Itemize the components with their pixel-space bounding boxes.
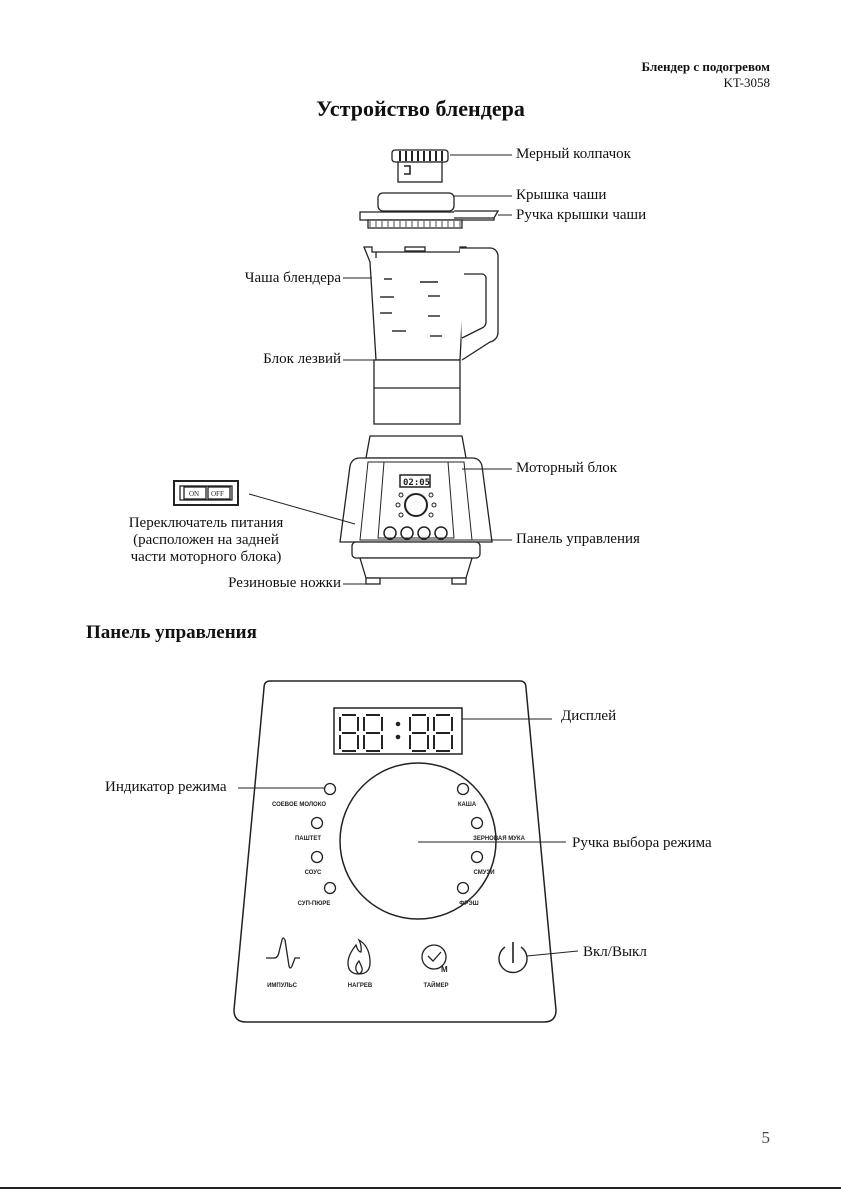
label-power: Вкл/Выкл <box>583 944 647 960</box>
jar-lid <box>359 192 500 229</box>
switch-off-label: OFF <box>211 490 224 498</box>
page-number: 5 <box>761 1128 771 1147</box>
label-measuring-cap: Мерный колпачок <box>516 146 631 162</box>
panel-display <box>339 714 453 752</box>
mode-label-left-2: ПАШТЕТ <box>295 836 321 842</box>
label-lid-handle: Ручка крышки чаши <box>516 207 647 223</box>
mode-label-right-1: КАША <box>458 802 477 808</box>
label-jar-lid: Крышка чаши <box>516 187 607 203</box>
timer-icon <box>421 944 447 970</box>
motor-display-text: 02:05 <box>403 478 430 488</box>
heat-button-label: НАГРЕВ <box>348 983 373 989</box>
mode-label-left-4: СУП-ПЮРЕ <box>298 901 331 907</box>
bottom-rule <box>0 1187 841 1189</box>
control-panel-diagram <box>233 680 579 1023</box>
pulse-icon <box>266 937 300 969</box>
label-power-switch: Переключатель питания (расположен на зад… <box>128 515 284 565</box>
power-icon <box>498 946 528 974</box>
flame-icon <box>347 938 371 975</box>
label-jar: Чаша блендера <box>244 270 341 286</box>
svg-text:M: M <box>441 965 448 974</box>
label-rubber-feet: Резиновые ножки <box>228 575 341 591</box>
document-product-name: Блендер с подогревом <box>641 59 770 74</box>
pulse-button-label: ИМПУЛЬС <box>267 983 298 989</box>
label-control-panel: Панель управления <box>516 531 640 547</box>
section-title: Панель управления <box>86 622 257 643</box>
mode-label-right-3: СМУЗИ <box>473 870 494 876</box>
timer-button-label: ТАЙМЕР <box>424 981 449 989</box>
power-switch <box>173 480 239 506</box>
mode-label-right-2: ЗЕРНОВАЯ МУКА <box>473 836 526 842</box>
document-model-number: KT-3058 <box>723 75 770 90</box>
label-mode-indicator: Индикатор режима <box>105 779 227 795</box>
svg-text:02:05: 02:05 <box>403 478 430 488</box>
mode-label-left-3: СОУС <box>305 870 322 876</box>
label-mode-knob: Ручка выбора режима <box>572 835 712 851</box>
mode-label-left-1: СОЕВОЕ МОЛОКО <box>272 802 326 808</box>
label-display: Дисплей <box>561 708 617 724</box>
mode-label-right-4: ФРЭШ <box>459 901 478 907</box>
blender-jar <box>363 246 499 425</box>
label-motor-unit: Моторный блок <box>516 460 618 476</box>
label-blade-unit: Блок лезвий <box>263 351 341 367</box>
measuring-cap <box>391 149 449 183</box>
motor-base <box>339 435 493 585</box>
leader-lines <box>248 154 512 585</box>
page-title: Устройство блендера <box>316 96 525 121</box>
switch-on-label: ON <box>189 490 199 498</box>
